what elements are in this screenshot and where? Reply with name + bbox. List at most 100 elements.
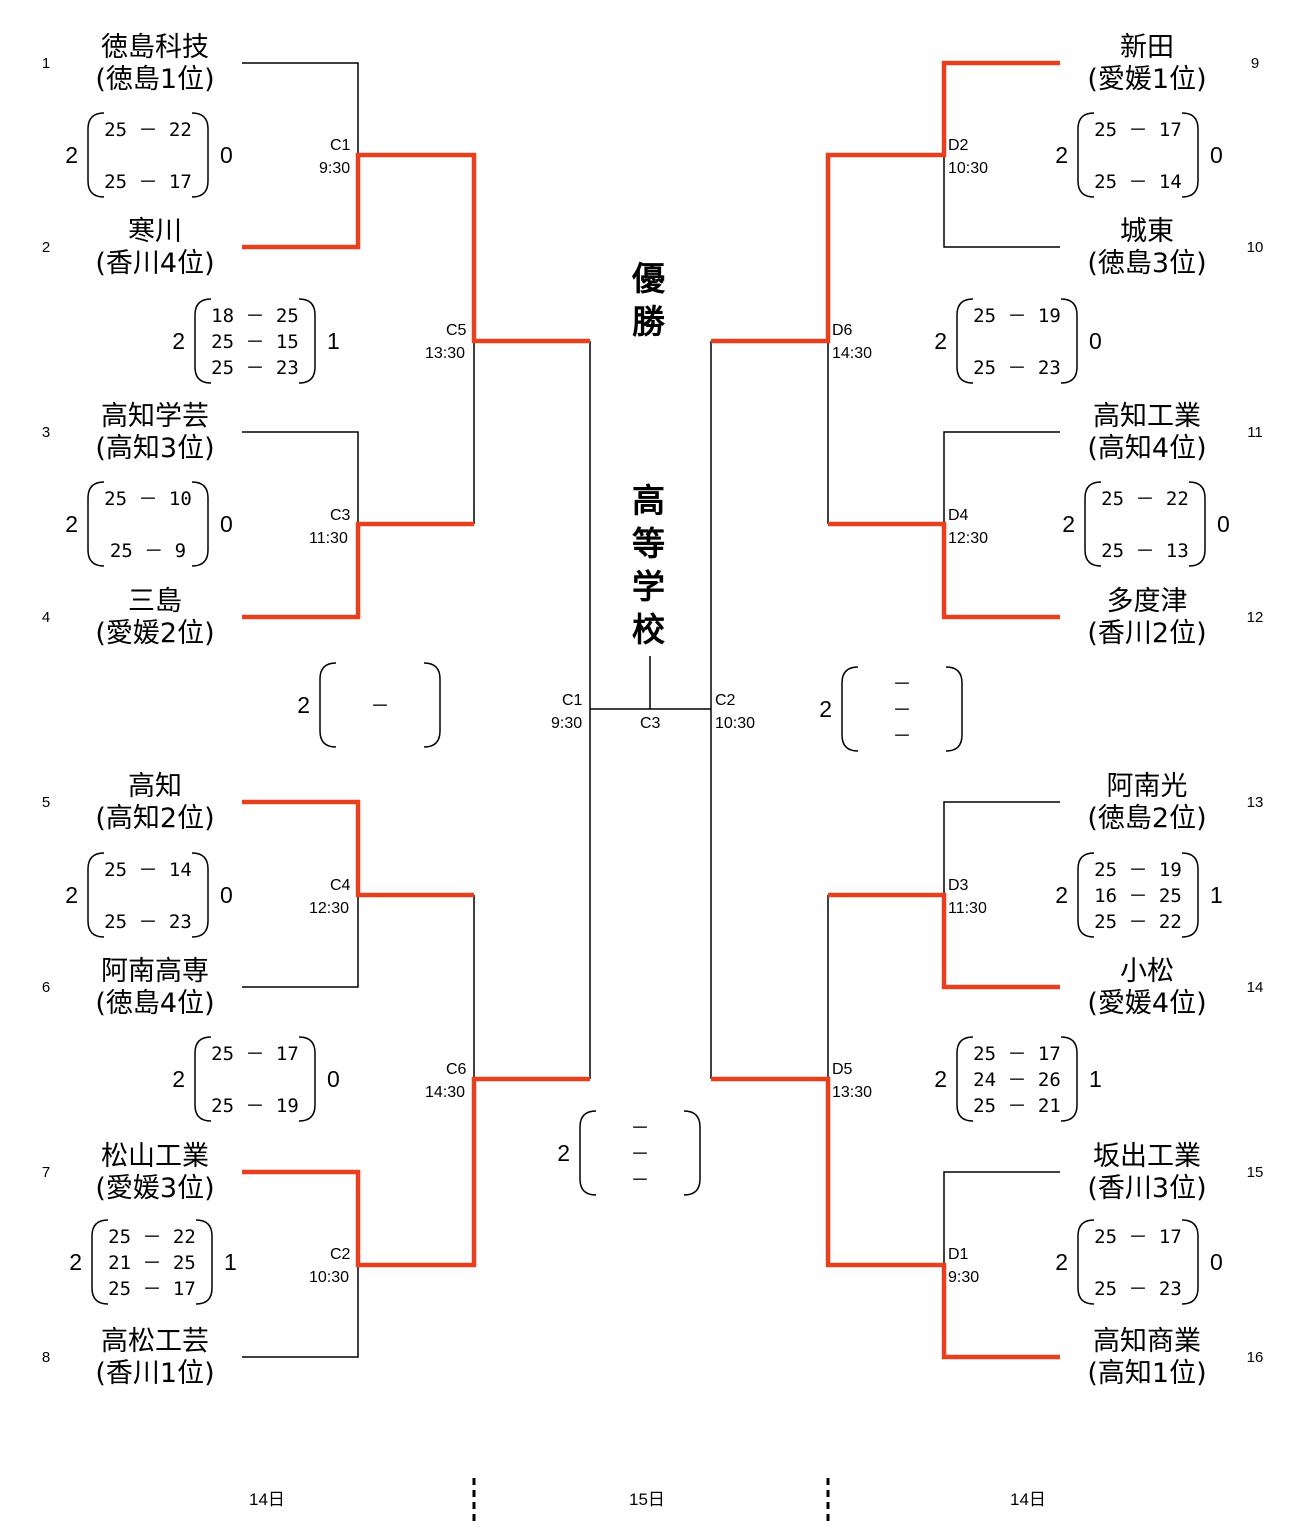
team-entry: 8 高松工芸(香川1位) — [42, 1326, 215, 1389]
title-char: 学 — [632, 567, 665, 606]
match-c4-label: C4 — [330, 877, 351, 894]
bracket-line-d2 — [943, 155, 1060, 248]
score-bracket-left — [87, 112, 105, 198]
sets-won-right: 0 — [220, 882, 233, 908]
team-prefecture: (香川1位) — [95, 1358, 214, 1389]
set-score: 25 － 14 — [104, 859, 192, 881]
set-score: 24 － 26 — [973, 1069, 1061, 1091]
sets-won-left: 2 — [1062, 511, 1075, 537]
score-bracket-left — [87, 481, 105, 567]
score-bracket-right — [191, 112, 209, 198]
team-name: 高松工芸 — [101, 1326, 209, 1357]
team-seed: 8 — [42, 1349, 50, 1366]
team-seed: 13 — [1247, 794, 1264, 811]
match-c2-time: 10:30 — [309, 1269, 349, 1286]
set-score: 25 － 17 — [211, 1043, 299, 1065]
team-seed: 5 — [42, 794, 50, 811]
team-prefecture: (徳島2位) — [1087, 803, 1206, 834]
title-char: 勝 — [632, 302, 666, 341]
title-char: 優 — [631, 259, 666, 298]
score-box: 2－ — [297, 662, 441, 748]
sets-won-left: 2 — [172, 1066, 185, 1092]
sets-won-right: 0 — [220, 511, 233, 537]
match-c1-time: 9:30 — [319, 160, 350, 177]
match-d6-time: 14:30 — [832, 345, 872, 362]
score-bracket-left — [1077, 1219, 1095, 1305]
bracket-lines — [242, 62, 1060, 1358]
sets-won-left: 2 — [819, 696, 832, 722]
team-prefecture: (高知3位) — [95, 433, 214, 464]
sets-won-right: 0 — [1089, 328, 1102, 354]
winner-line-12 — [828, 521, 1060, 620]
set-score: 25 － 19 — [211, 1095, 299, 1117]
day-label-left: 14日 — [249, 1490, 285, 1509]
set-score: 25 － 22 — [108, 1226, 196, 1248]
bracket-line-d4 — [943, 431, 1060, 524]
winner-line-16 — [711, 1076, 1060, 1360]
score-bracket-right — [191, 481, 209, 567]
team-prefecture: (高知2位) — [95, 803, 214, 834]
winner-line-9 — [711, 60, 1060, 344]
sets-won-right: 1 — [224, 1249, 237, 1275]
day-label-right: 14日 — [1010, 1490, 1046, 1509]
team-prefecture: (愛媛4位) — [1087, 988, 1206, 1019]
title-char: 等 — [632, 524, 665, 563]
set-score: 25 － 17 — [973, 1043, 1061, 1065]
score-bracket-right — [1181, 112, 1199, 198]
sets-won-right: 0 — [1210, 142, 1223, 168]
score-box: 2－－－ — [557, 1110, 701, 1196]
team-seed: 1 — [42, 55, 50, 72]
match-final-left-time: 9:30 — [551, 715, 582, 732]
team-prefecture: (香川4位) — [95, 248, 214, 279]
set-score: 25 － 15 — [211, 331, 299, 353]
set-score: 25 － 14 — [1094, 171, 1182, 193]
sets-won-left: 2 — [65, 142, 78, 168]
team-entry: 4三島(愛媛2位) — [42, 586, 215, 649]
team-name: 徳島科技 — [101, 32, 209, 63]
sets-won-left: 2 — [557, 1140, 570, 1166]
team-name: 三島 — [128, 586, 182, 617]
match-labels: C1 9:30 C3 11:30 C4 12:30 C2 10:30 C5 13… — [309, 137, 988, 1286]
team-seed: 2 — [42, 239, 50, 256]
team-name: 高知工業 — [1093, 401, 1201, 432]
winner-paths — [242, 60, 1060, 1360]
set-score: 25 － 19 — [973, 305, 1061, 327]
team-prefecture: (香川2位) — [1087, 618, 1206, 649]
score-bracket-left — [194, 298, 212, 384]
match-c6-label: C6 — [446, 1061, 467, 1078]
winner-line-4 — [242, 521, 474, 620]
set-score: 25 － 17 — [1094, 1226, 1182, 1248]
set-score: 16 － 25 — [1094, 885, 1182, 907]
match-final-right-label: C2 — [715, 692, 736, 709]
set-score: 25 － 19 — [1094, 859, 1182, 881]
team-prefecture: (高知4位) — [1087, 433, 1206, 464]
score-bracket-left — [1077, 852, 1095, 938]
score-bracket-right — [945, 666, 963, 752]
match-c5-time: 13:30 — [425, 345, 465, 362]
match-d5-label: D5 — [832, 1061, 853, 1078]
team-name: 多度津 — [1107, 586, 1188, 617]
score-bracket-right — [1060, 298, 1078, 384]
sets-won-left: 2 — [1055, 882, 1068, 908]
score-bracket-left — [579, 1110, 597, 1196]
team-name: 高知学芸 — [101, 401, 209, 432]
sets-won-left: 2 — [1055, 1249, 1068, 1275]
set-score: 25 － 22 — [1094, 911, 1182, 933]
set-score: － — [892, 673, 911, 695]
team-entry: 9新田(愛媛1位) — [1087, 32, 1259, 95]
team-name: 城東 — [1120, 216, 1174, 247]
day-label-center: 15日 — [629, 1490, 665, 1509]
sets-won-right: 1 — [1089, 1066, 1102, 1092]
sets-won-left: 2 — [934, 328, 947, 354]
team-seed: 12 — [1247, 609, 1264, 626]
